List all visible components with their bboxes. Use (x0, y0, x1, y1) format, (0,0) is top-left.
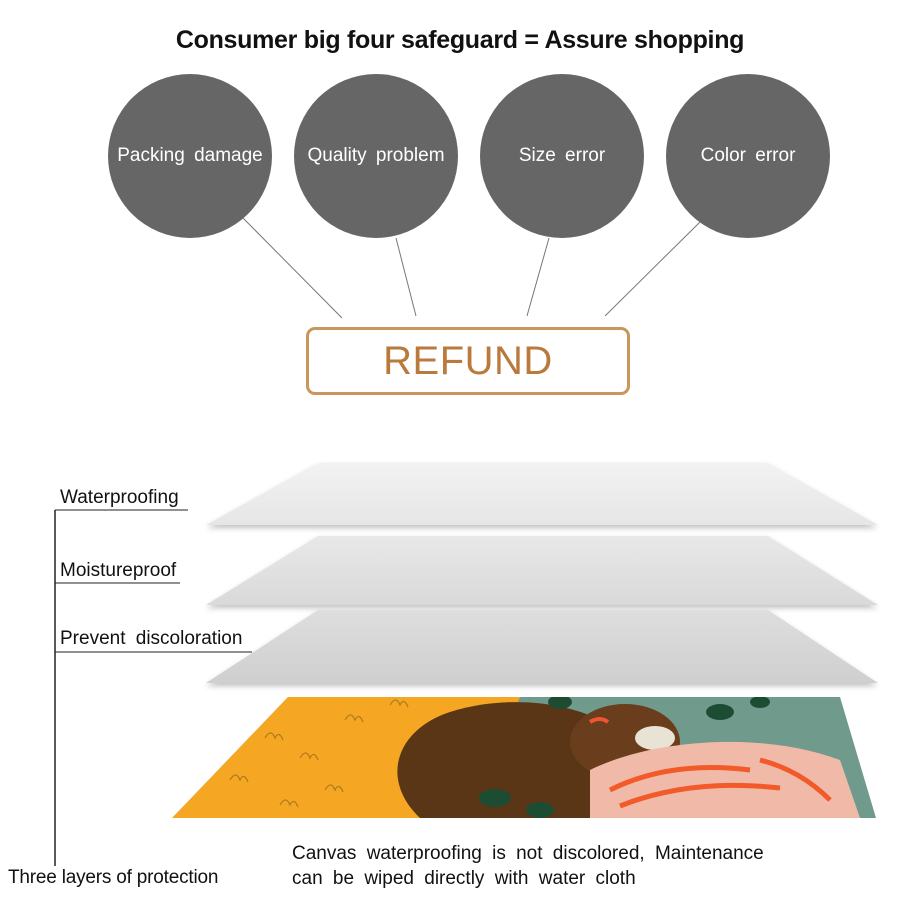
safeguard-packing-damage: Packing damage (108, 74, 272, 238)
safeguard-quality-problem: Quality problem (294, 74, 458, 238)
label-moistureproof: Moistureproof (60, 560, 177, 581)
layer-prevent-discoloration (206, 610, 878, 683)
safeguard-label: Quality problem (307, 145, 445, 166)
layer-moistureproof (206, 536, 878, 605)
layer-waterproofing (206, 463, 878, 525)
safeguard-label: Size error (518, 145, 606, 166)
safeguard-size-error: Size error (480, 74, 644, 238)
label-prevent-discoloration: Prevent discoloration (60, 628, 243, 649)
canvas-artwork (172, 697, 876, 818)
caption-line: can be wiped directly with water cloth (292, 868, 636, 889)
refund-box: REFUND (306, 327, 630, 395)
safeguard-color-error: Color error (666, 74, 830, 238)
label-three-layers: Three layers of protection (8, 867, 219, 888)
page-title: Consumer big four safeguard = Assure sho… (175, 26, 745, 54)
refund-label: REFUND (383, 338, 553, 383)
safeguard-label: Color error (700, 145, 796, 166)
safeguard-label: Packing damage (117, 145, 263, 166)
label-waterproofing: Waterproofing (60, 487, 179, 508)
caption: Canvas waterproofing is not discolored, … (292, 841, 764, 891)
caption-line: Canvas waterproofing is not discolored, … (292, 843, 764, 864)
